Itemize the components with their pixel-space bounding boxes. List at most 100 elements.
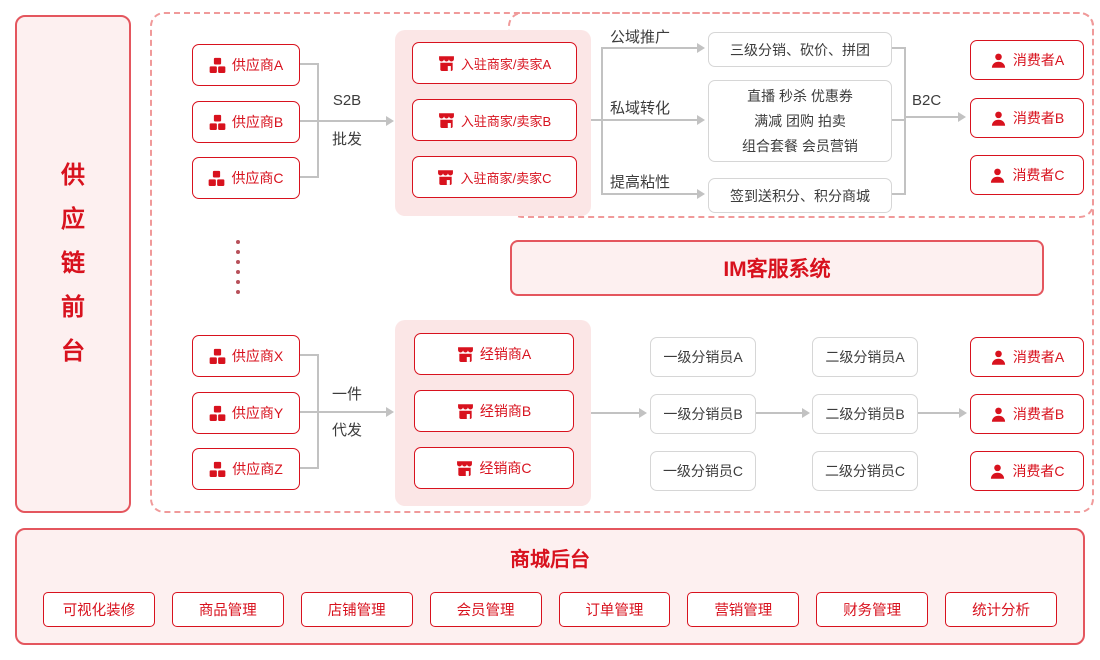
connector-line <box>754 412 804 414</box>
backend-module-order-mgmt: 订单管理 <box>558 592 671 627</box>
connector-line <box>298 176 318 178</box>
dropship-label: 代发 <box>331 422 362 439</box>
connector-line <box>591 119 603 121</box>
private-convert-line: 直播 秒杀 优惠券 <box>747 87 853 104</box>
consumer-box: 消费者C <box>970 155 1084 195</box>
arrow-right-icon <box>697 115 705 125</box>
supplier-box: 供应商X <box>192 335 300 377</box>
level1-distributor-box: 一级分销员C <box>650 451 756 491</box>
consumer-label: 消费者A <box>1012 52 1065 68</box>
backend-module-marketing-mgmt: 营销管理 <box>687 592 800 627</box>
connector-line <box>317 120 389 122</box>
backend-modules-row: 可视化装修 商品管理 店铺管理 会员管理 订单管理 营销管理 财务管理 统计分析 <box>43 592 1057 627</box>
store-icon <box>437 169 454 186</box>
level1-distributor-label: 一级分销员C <box>662 463 744 479</box>
consumer-box: 消费者A <box>970 40 1084 80</box>
public-promo-label: 公域推广 <box>610 29 671 46</box>
stickiness-label: 提高粘性 <box>610 174 671 191</box>
supplier-box: 供应商C <box>192 157 300 199</box>
consumer-label: 消费者C <box>1012 463 1065 479</box>
cubes-icon <box>209 348 226 365</box>
store-icon <box>438 112 455 129</box>
supplier-label: 供应商Y <box>231 405 284 421</box>
arrow-right-icon <box>697 43 705 53</box>
supplier-label: 供应商C <box>231 170 284 186</box>
connector-line <box>601 47 603 195</box>
sidebar-title-char: 链 <box>61 250 85 277</box>
level1-distributor-box: 一级分销员A <box>650 337 756 377</box>
cubes-icon <box>209 405 226 422</box>
supplier-box: 供应商Y <box>192 392 300 434</box>
sidebar-title-char: 台 <box>61 338 85 365</box>
level2-distributor-box: 二级分销员B <box>812 394 918 434</box>
backend-module-product-mgmt: 商品管理 <box>171 592 284 627</box>
connector-line <box>317 411 389 413</box>
connector-line <box>298 120 318 122</box>
consumer-box: 消费者B <box>970 98 1084 138</box>
person-icon <box>989 167 1006 184</box>
arrow-right-icon <box>386 116 394 126</box>
consumer-label: 消费者C <box>1012 167 1065 183</box>
s2b-label: S2B <box>332 92 362 109</box>
public-promo-text: 三级分销、砍价、拼团 <box>730 41 870 58</box>
backend-module-visual-decoration: 可视化装修 <box>43 592 155 627</box>
level1-distributor-label: 一级分销员B <box>663 406 743 422</box>
connector-line <box>601 47 698 49</box>
connector-line <box>601 119 698 121</box>
merchant-label: 入驻商家/卖家B <box>460 113 552 129</box>
supplier-label: 供应商B <box>231 114 284 130</box>
cubes-icon <box>209 57 226 74</box>
connector-line <box>298 63 318 65</box>
person-icon <box>990 349 1007 366</box>
mall-backend-panel: 商城后台 可视化装修 商品管理 店铺管理 会员管理 订单管理 营销管理 财务管理… <box>15 528 1085 645</box>
connector-line <box>298 411 318 413</box>
supplier-box: 供应商B <box>192 101 300 143</box>
merchant-box: 入驻商家/卖家B <box>412 99 577 141</box>
sticky-box: 签到送积分、积分商城 <box>708 178 892 213</box>
consumer-label: 消费者B <box>1012 110 1065 126</box>
sidebar-title-char: 前 <box>61 294 85 321</box>
backend-module-shop-mgmt: 店铺管理 <box>300 592 413 627</box>
consumer-box: 消费者C <box>970 451 1084 491</box>
supplier-label: 供应商X <box>231 348 284 364</box>
arrow-right-icon <box>386 407 394 417</box>
dealer-box: 经销商C <box>414 447 574 489</box>
ellipsis-dots-icon <box>236 240 240 294</box>
public-promo-box: 三级分销、砍价、拼团 <box>708 32 892 67</box>
person-icon <box>990 110 1007 127</box>
connector-line <box>601 193 698 195</box>
cubes-icon <box>209 114 226 131</box>
level2-distributor-box: 二级分销员A <box>812 337 918 377</box>
private-convert-label: 私域转化 <box>610 100 671 117</box>
connector-line <box>298 467 318 469</box>
connector-line <box>904 116 960 118</box>
supplier-box: 供应商Z <box>192 448 300 490</box>
store-icon <box>438 55 455 72</box>
connector-line <box>890 47 906 49</box>
dealer-box: 经销商B <box>414 390 574 432</box>
wholesale-label: 批发 <box>331 131 362 148</box>
private-convert-box: 直播 秒杀 优惠券 满减 团购 拍卖 组合套餐 会员营销 <box>708 80 892 162</box>
store-icon <box>457 403 474 420</box>
im-service-bar: IM客服系统 <box>510 240 1044 296</box>
connector-line <box>904 47 906 195</box>
merchant-label: 入驻商家/卖家A <box>460 56 552 72</box>
im-service-label: IM客服系统 <box>723 258 831 281</box>
dealer-box: 经销商A <box>414 333 574 375</box>
consumer-box: 消费者A <box>970 337 1084 377</box>
backend-module-member-mgmt: 会员管理 <box>429 592 542 627</box>
connector-line <box>298 354 318 356</box>
merchant-box: 入驻商家/卖家A <box>412 42 577 84</box>
supplier-label: 供应商Z <box>232 461 283 477</box>
consumer-label: 消费者B <box>1012 406 1065 422</box>
arrow-right-icon <box>958 112 966 122</box>
sidebar-title-char: 应 <box>61 206 85 233</box>
sidebar-title-char: 供 <box>61 162 85 189</box>
person-icon <box>990 406 1007 423</box>
arrow-right-icon <box>802 408 810 418</box>
supplier-label: 供应商A <box>231 57 284 73</box>
store-icon <box>457 346 474 363</box>
level2-distributor-box: 二级分销员C <box>812 451 918 491</box>
store-icon <box>456 460 473 477</box>
